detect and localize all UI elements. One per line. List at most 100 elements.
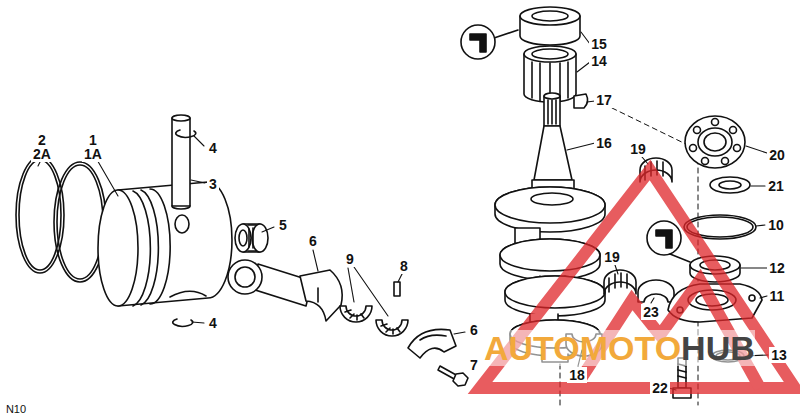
bearing-cage (397, 328, 400, 332)
thrust-washer (719, 181, 741, 189)
piston-pin (172, 118, 190, 206)
callout-number: 2A (31, 146, 53, 162)
leader-line (348, 268, 354, 302)
needle-bearing (539, 63, 541, 101)
callout-number: 7 (468, 357, 480, 373)
needle-bearing (567, 62, 569, 98)
bearing-cage (340, 306, 408, 336)
bearing-cage (626, 274, 628, 288)
leader-line (615, 265, 618, 274)
needle-bearing (524, 46, 576, 102)
needle-bearing (248, 229, 250, 247)
inset-symbol (670, 254, 690, 262)
crankshaft (547, 100, 549, 124)
callout-number: 22 (650, 380, 670, 396)
piston-ring (16, 157, 106, 282)
oil-seal (532, 11, 568, 21)
leader-line (756, 225, 765, 226)
callout-number: 17 (594, 92, 614, 108)
piston (175, 215, 189, 233)
figure-code: N10 (4, 403, 28, 415)
leader-line (567, 143, 595, 150)
ball-bearing (690, 145, 697, 152)
callout-number: 16 (594, 135, 614, 151)
ball-bearing (702, 158, 709, 165)
needle-bearing (531, 62, 533, 98)
ball-bearing (734, 145, 741, 152)
inset-symbol (656, 230, 672, 248)
needle-bearing (235, 224, 268, 252)
leader-line (651, 298, 654, 303)
connecting-rod (317, 288, 319, 302)
connecting-rod (228, 260, 342, 321)
needle-bearing (248, 224, 256, 226)
callout-number: 4 (207, 315, 219, 331)
crankshaft (495, 187, 605, 223)
piston (141, 190, 158, 305)
dowel-pin (394, 282, 400, 296)
callout-number: 3 (207, 176, 219, 192)
inset-symbol (494, 30, 518, 38)
callout-number: 4 (207, 140, 219, 156)
leader-line (751, 185, 765, 186)
piston (133, 191, 150, 306)
retaining-ring (173, 130, 196, 326)
bearing-housing (749, 295, 755, 301)
leader-line (192, 322, 204, 323)
callout-number: 5 (277, 217, 289, 233)
drawing-group (16, 7, 768, 405)
callout-number: 19 (628, 141, 648, 157)
needle-bearing (235, 224, 251, 252)
callout-number: 9 (344, 251, 356, 267)
callout-number: 13 (769, 347, 789, 363)
ball-bearing (722, 158, 729, 165)
crankshaft (551, 100, 553, 124)
leader-line (96, 158, 118, 196)
piston (150, 189, 170, 304)
callout-number: 19 (602, 249, 622, 265)
rod-cap (408, 329, 456, 358)
callout-number: 21 (766, 178, 786, 194)
crankshaft (544, 93, 560, 99)
leader-line (38, 32, 768, 390)
bearing-cage (345, 310, 351, 312)
bolt (678, 376, 686, 378)
callout-number: 8 (398, 258, 410, 274)
piston-pin (172, 206, 190, 209)
inset-symbol (647, 221, 681, 255)
needle-bearing (252, 224, 268, 252)
rod-bolt (438, 366, 468, 386)
bearing-cage (608, 278, 610, 292)
bearing-cage (376, 320, 408, 336)
ball-bearing (685, 116, 745, 168)
bearing-cage (356, 315, 358, 320)
callout-number: 11 (768, 288, 787, 304)
leader-line (642, 157, 648, 164)
thrust-washer (710, 177, 750, 193)
needle-bearing (252, 228, 254, 248)
woodruff-key (574, 94, 588, 108)
rod-bolt (453, 373, 468, 386)
connecting-rod (228, 260, 262, 294)
crankshaft (534, 126, 572, 180)
connecting-rod (235, 267, 255, 287)
bearing-cage (381, 324, 387, 326)
piston (98, 190, 138, 306)
leader-line (741, 267, 767, 268)
piston (170, 291, 206, 297)
ball-bearing (712, 119, 719, 126)
callout-number: 14 (589, 53, 609, 69)
crankshaft (555, 100, 557, 124)
ball-bearing (730, 127, 737, 134)
bearing-shell (638, 280, 674, 302)
inset-symbol (470, 34, 486, 52)
needle-bearing (532, 49, 568, 59)
watermark-logo (480, 170, 795, 388)
inset-symbol (461, 25, 518, 59)
crankshaft (495, 93, 605, 362)
piston-ring (57, 165, 103, 279)
piston-pin (172, 115, 190, 121)
callout-number: 15 (589, 36, 609, 52)
callout-number: 20 (767, 147, 787, 163)
